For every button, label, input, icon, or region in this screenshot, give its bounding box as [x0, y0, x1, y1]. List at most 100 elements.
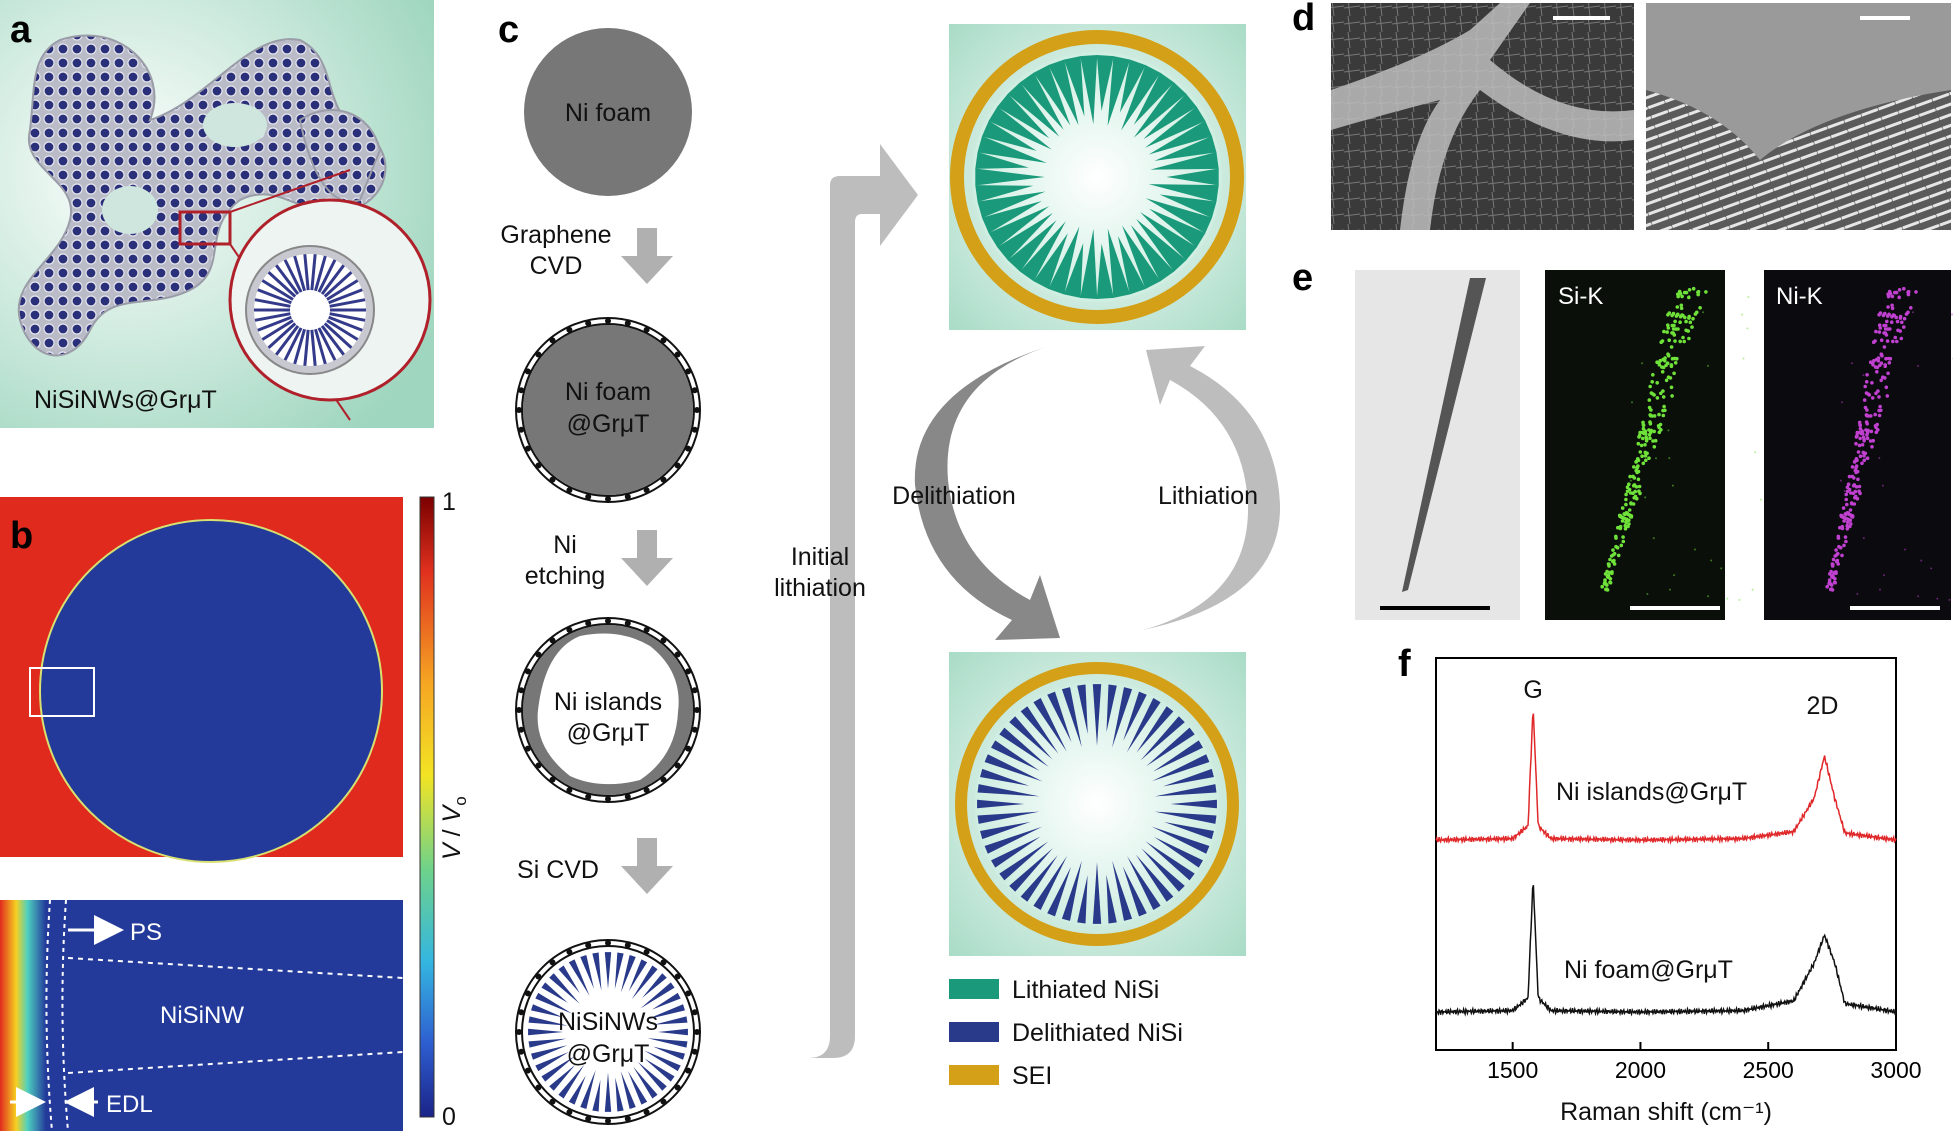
- nanowire: [1130, 224, 1175, 282]
- nisinw-cross-section: [39, 519, 383, 863]
- graphene-node: [605, 1118, 611, 1124]
- nanowire: [637, 1061, 667, 1091]
- nanowire: [1145, 106, 1206, 148]
- eds-signal-dot: [1857, 443, 1862, 448]
- nanowire: [275, 264, 300, 295]
- stage-ni-foam: Ni foam: [565, 99, 651, 127]
- eds-signal-dot: [1680, 294, 1684, 299]
- eds-signal-dot: [1890, 294, 1895, 299]
- eds-signal-dot: [1881, 375, 1885, 380]
- panel-c-label: c: [498, 9, 519, 51]
- eds-noise-dot: [1668, 457, 1671, 460]
- nanowire: [977, 135, 1047, 163]
- nanowire: [640, 982, 675, 1009]
- eds-signal-dot: [1665, 330, 1669, 334]
- legend-swatch-sei: [949, 1065, 999, 1085]
- graphene-node: [694, 407, 700, 413]
- eds-signal-dot: [1618, 514, 1623, 518]
- nanowire: [549, 973, 580, 1004]
- eds-noise-dot: [1877, 429, 1880, 432]
- graphene-node: [694, 1029, 700, 1035]
- eds-signal-dot: [1887, 361, 1892, 365]
- eds-signal-dot: [1682, 339, 1686, 344]
- nanowire: [981, 201, 1042, 234]
- nanowire: [528, 1038, 567, 1048]
- eds-signal-dot: [1833, 577, 1837, 581]
- nanowire: [644, 1058, 675, 1082]
- nanowire: [310, 254, 317, 291]
- eds-signal-dot: [1641, 423, 1646, 427]
- eds-noise-dot: [1904, 548, 1906, 551]
- eds-signal-dot: [1648, 436, 1652, 441]
- eds-signal-dot: [1653, 438, 1658, 443]
- eds-signal-dot: [1678, 320, 1682, 325]
- eds-signal-dot: [1877, 408, 1881, 413]
- eds-noise-dot: [1707, 364, 1709, 367]
- nanowire: [1061, 687, 1082, 748]
- nanowire: [323, 322, 353, 349]
- eds-signal-dot: [1834, 553, 1839, 557]
- eds-signal-dot: [1849, 522, 1853, 526]
- graphene-node: [685, 745, 692, 752]
- eds-signal-dot: [1614, 536, 1618, 540]
- nanowire: [1117, 235, 1146, 295]
- eds-signal-dot: [1620, 519, 1625, 523]
- nanowire: [975, 168, 1045, 186]
- eds-signal-dot: [1605, 569, 1609, 574]
- eds-signal-dot: [1661, 365, 1666, 370]
- panel-b: PS NiSiNW EDL 1 0 V / Vo b: [0, 488, 470, 1131]
- si-k-map: [1545, 270, 1725, 620]
- eds-noise-dot: [1862, 537, 1865, 540]
- eds-signal-dot: [1673, 339, 1677, 343]
- eds-signal-dot: [1666, 323, 1670, 328]
- legend-swatch-lithiated: [949, 979, 999, 999]
- eds-noise-dot: [1726, 597, 1729, 600]
- eds-signal-dot: [1660, 339, 1665, 343]
- eds-signal-dot: [1868, 439, 1873, 443]
- nanowire: [1080, 55, 1098, 125]
- sei-ring: [950, 30, 1244, 324]
- eds-noise-dot: [1917, 595, 1920, 598]
- graphene-node: [660, 776, 667, 783]
- nanowire: [549, 1064, 576, 1091]
- eds-signal-dot: [1680, 313, 1684, 317]
- eds-signal-dot: [1666, 326, 1671, 330]
- nanowire: [254, 298, 291, 308]
- eds-signal-dot: [1844, 492, 1848, 497]
- eds-signal-dot: [1667, 311, 1672, 315]
- eds-noise-dot: [1854, 496, 1857, 499]
- graphene-node: [691, 726, 698, 733]
- eds-signal-dot: [1891, 339, 1895, 344]
- eds-signal-dot: [1909, 306, 1913, 310]
- eds-signal-dot: [1661, 357, 1665, 362]
- eds-signal-dot: [1883, 311, 1887, 316]
- graphene-node: [566, 326, 573, 333]
- eds-signal-dot: [1855, 469, 1860, 474]
- sei-ring: [955, 662, 1239, 946]
- graphene-node: [691, 387, 698, 394]
- step-ni-etching: etching: [525, 562, 606, 590]
- eds-signal-dot: [1879, 378, 1883, 383]
- eds-signal-dot: [1832, 580, 1837, 585]
- nanowire: [283, 327, 303, 361]
- eds-signal-dot: [1882, 345, 1887, 349]
- eds-signal-dot: [1647, 456, 1651, 461]
- eds-signal-dot: [1874, 357, 1879, 362]
- eds-signal-dot: [1890, 306, 1895, 311]
- eds-signal-dot: [1900, 320, 1904, 325]
- graphene-node: [643, 626, 650, 633]
- eds-signal-dot: [1627, 522, 1631, 526]
- nanowire: [997, 212, 1053, 261]
- graphene-node: [624, 493, 631, 500]
- eds-noise-dot: [1865, 457, 1867, 460]
- eds-signal-dot: [1655, 381, 1659, 385]
- eds-signal-dot: [1885, 339, 1890, 343]
- stage-nisinws: NiSiNWs: [558, 1008, 658, 1036]
- eds-signal-dot: [1877, 323, 1882, 328]
- eds-signal-dot: [1640, 436, 1645, 441]
- nanowire: [620, 1071, 636, 1110]
- eds-signal-dot: [1877, 330, 1882, 334]
- nanowire: [568, 959, 590, 996]
- eds-signal-dot: [1878, 311, 1883, 315]
- eds-signal-dot: [1854, 464, 1859, 468]
